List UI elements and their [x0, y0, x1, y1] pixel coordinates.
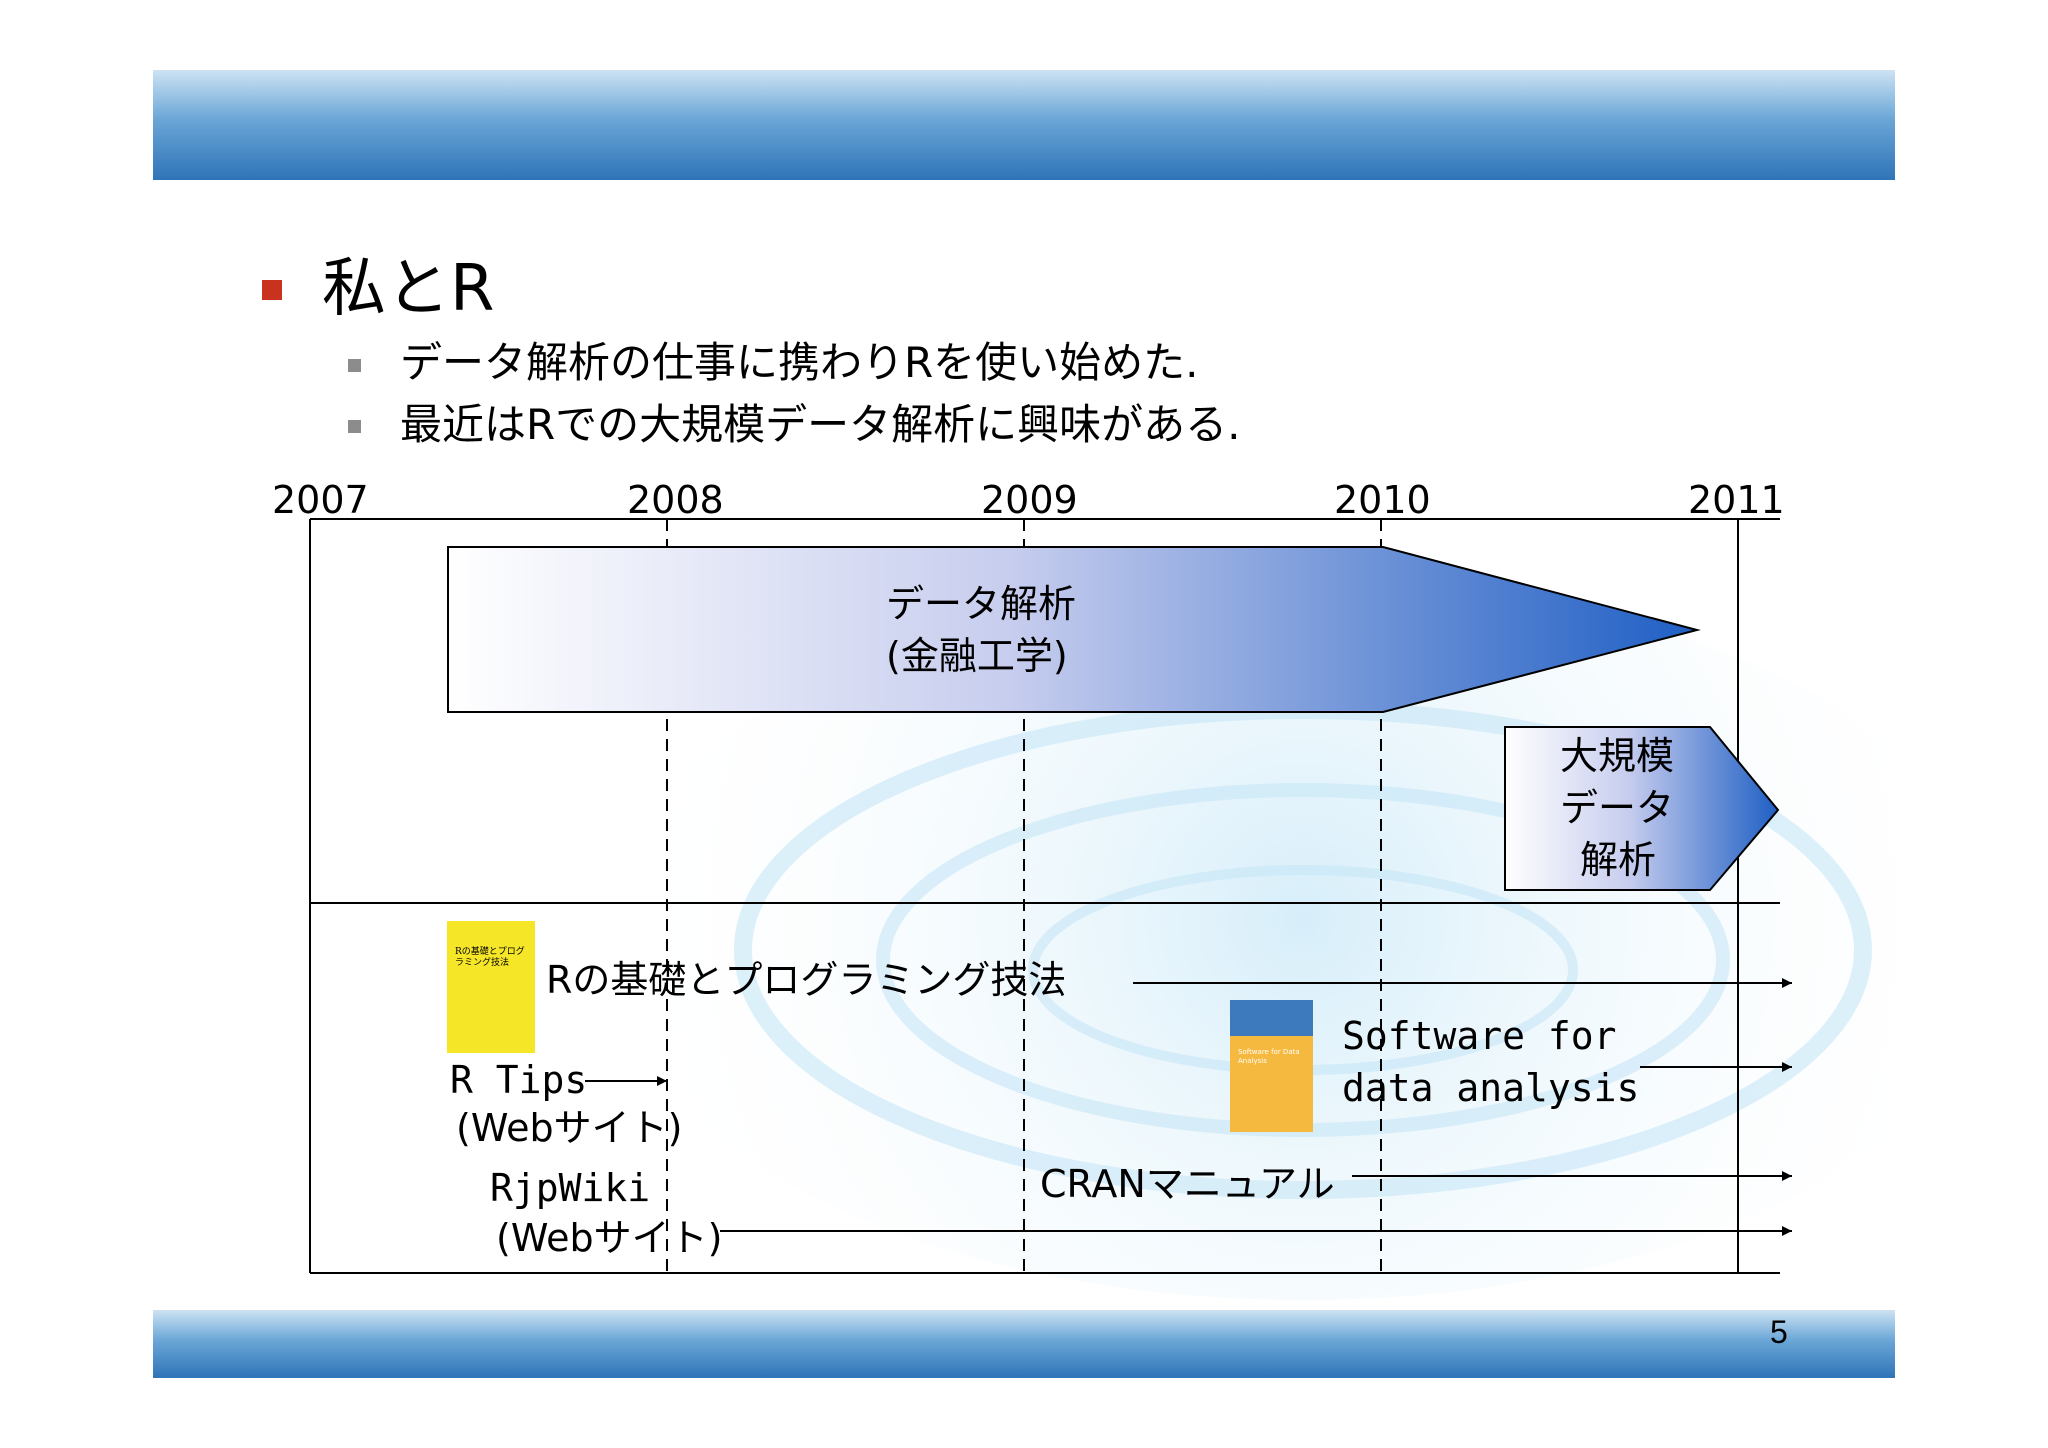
book-cover-band: [1230, 1000, 1313, 1036]
book-cover-software-data-analysis: Software for Data Analysis: [1230, 1000, 1313, 1132]
resource-rjpwiki-line1: RjpWiki: [490, 1166, 651, 1210]
sub-bullet-marker: [348, 359, 361, 372]
title-bullet: [262, 280, 282, 300]
bullet-item-1: データ解析の仕事に携わりRを使い始めた.: [400, 338, 1199, 387]
resource-rjpwiki-line2: (Webサイト): [496, 1216, 723, 1260]
resource-rtips-line2: (Webサイト): [456, 1106, 683, 1150]
book-cover-r-basics: Rの基礎とプログラミング技法: [447, 921, 535, 1053]
page-number: 5: [1770, 1314, 1788, 1350]
phase-arrow-data-analysis: [447, 546, 1701, 713]
resource-sda-line2: data analysis: [1342, 1066, 1640, 1110]
phase-label-2-line2: データ: [1560, 786, 1675, 830]
header-band: [153, 70, 1895, 180]
sub-bullet-marker: [348, 420, 361, 433]
phase-label-2-line3: 解析: [1580, 838, 1657, 882]
book-cover-title: Software for Data Analysis: [1238, 1048, 1300, 1065]
book-cover-title: Rの基礎とプログラミング技法: [455, 947, 525, 968]
year-label-2010: 2010: [1334, 478, 1431, 522]
year-label-2011: 2011: [1688, 478, 1785, 522]
year-label-2007: 2007: [272, 478, 369, 522]
year-label-2009: 2009: [981, 478, 1078, 522]
resource-cran-label: CRANマニュアル: [1040, 1162, 1335, 1206]
resource-sda-line1: Software for: [1342, 1014, 1617, 1058]
slide-title: 私とR: [322, 252, 495, 326]
footer-band: [153, 1310, 1895, 1378]
resource-rtips-line1: R Tips: [450, 1058, 588, 1102]
phase-label-2-line1: 大規模: [1560, 734, 1675, 778]
resource-book1-label: Rの基礎とプログラミング技法: [546, 958, 1067, 1002]
phase-label-1-line1: データ解析: [886, 582, 1077, 626]
bullet-item-2: 最近はRでの大規模データ解析に興味がある.: [400, 400, 1241, 449]
year-label-2008: 2008: [627, 478, 724, 522]
phase-label-1-line2: (金融工学): [886, 634, 1068, 678]
phase-arrow-bigdata: [1504, 726, 1780, 891]
